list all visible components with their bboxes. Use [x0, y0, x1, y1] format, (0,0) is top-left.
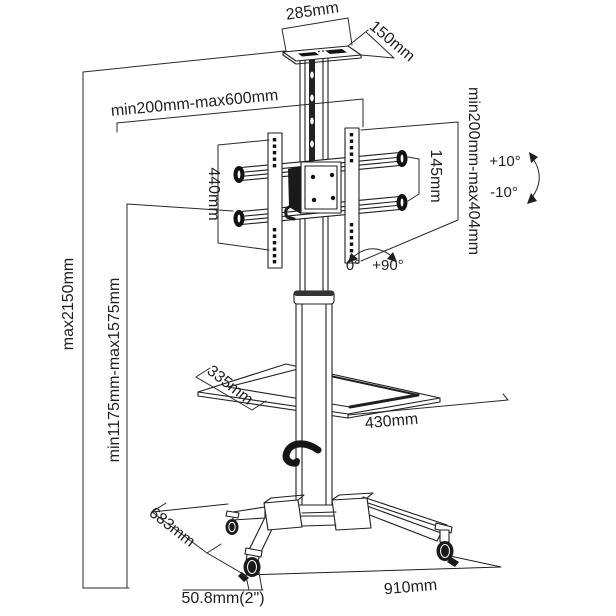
label-base-depth: 683mm — [146, 504, 199, 550]
label-arm-hole-spacing: 145mm — [427, 149, 444, 202]
dim-center-height — [126, 203, 234, 589]
label-center-height-range: min1175mm-max1575mm — [106, 278, 123, 463]
dimension-lines — [82, 17, 540, 591]
label-base-width: 910mm — [383, 577, 438, 599]
mount-rail-right — [344, 127, 360, 264]
dim-top-shelf-width — [281, 17, 353, 52]
caster-front-left — [238, 547, 263, 582]
tilt-bracket — [288, 166, 301, 214]
dim-total-height — [82, 50, 286, 589]
stand-drawing — [151, 45, 502, 582]
label-top-shelf-width: 285mm — [285, 0, 340, 24]
dim-caster-size — [182, 571, 264, 591]
dim-top-shelf-depth — [347, 29, 395, 59]
vesa-plate — [284, 161, 342, 221]
dim-mount-height — [360, 121, 459, 262]
top-shelf — [282, 45, 362, 65]
label-tilt-down: -10° — [490, 184, 518, 201]
ground-reference-lines — [151, 503, 502, 576]
leg-mount-left — [263, 499, 303, 531]
label-caster-size: 50.8mm(2") — [181, 590, 264, 607]
caster-front-right — [434, 522, 459, 567]
leg-mount-right — [331, 497, 372, 531]
swivel-arrow — [348, 248, 397, 263]
caster-rear-left — [225, 510, 240, 535]
height-handle — [282, 440, 322, 467]
column-lower — [295, 303, 333, 507]
label-swivel-start: 0° — [346, 257, 360, 274]
label-max-total-height: max2150mm — [60, 258, 77, 350]
dim-mount-width — [116, 98, 364, 133]
mount-rail-left — [267, 132, 283, 269]
dim-arm-hole-spacing — [407, 156, 420, 202]
dim-bracket-height — [217, 139, 270, 251]
dim-shelf-width — [347, 393, 509, 416]
label-tilt-up: +10° — [489, 153, 520, 170]
label-swivel-end: +90° — [372, 257, 403, 274]
dim-shelf-depth — [195, 367, 267, 411]
dim-base-depth — [151, 502, 222, 554]
mount-rails — [267, 127, 360, 269]
label-bracket-height: 440mm — [205, 167, 222, 220]
label-mount-height-range: min200mm-max404mm — [465, 87, 482, 255]
tilt-arrow — [527, 152, 540, 204]
label-shelf-width: 430mm — [364, 411, 419, 433]
base-assembly — [225, 492, 459, 582]
